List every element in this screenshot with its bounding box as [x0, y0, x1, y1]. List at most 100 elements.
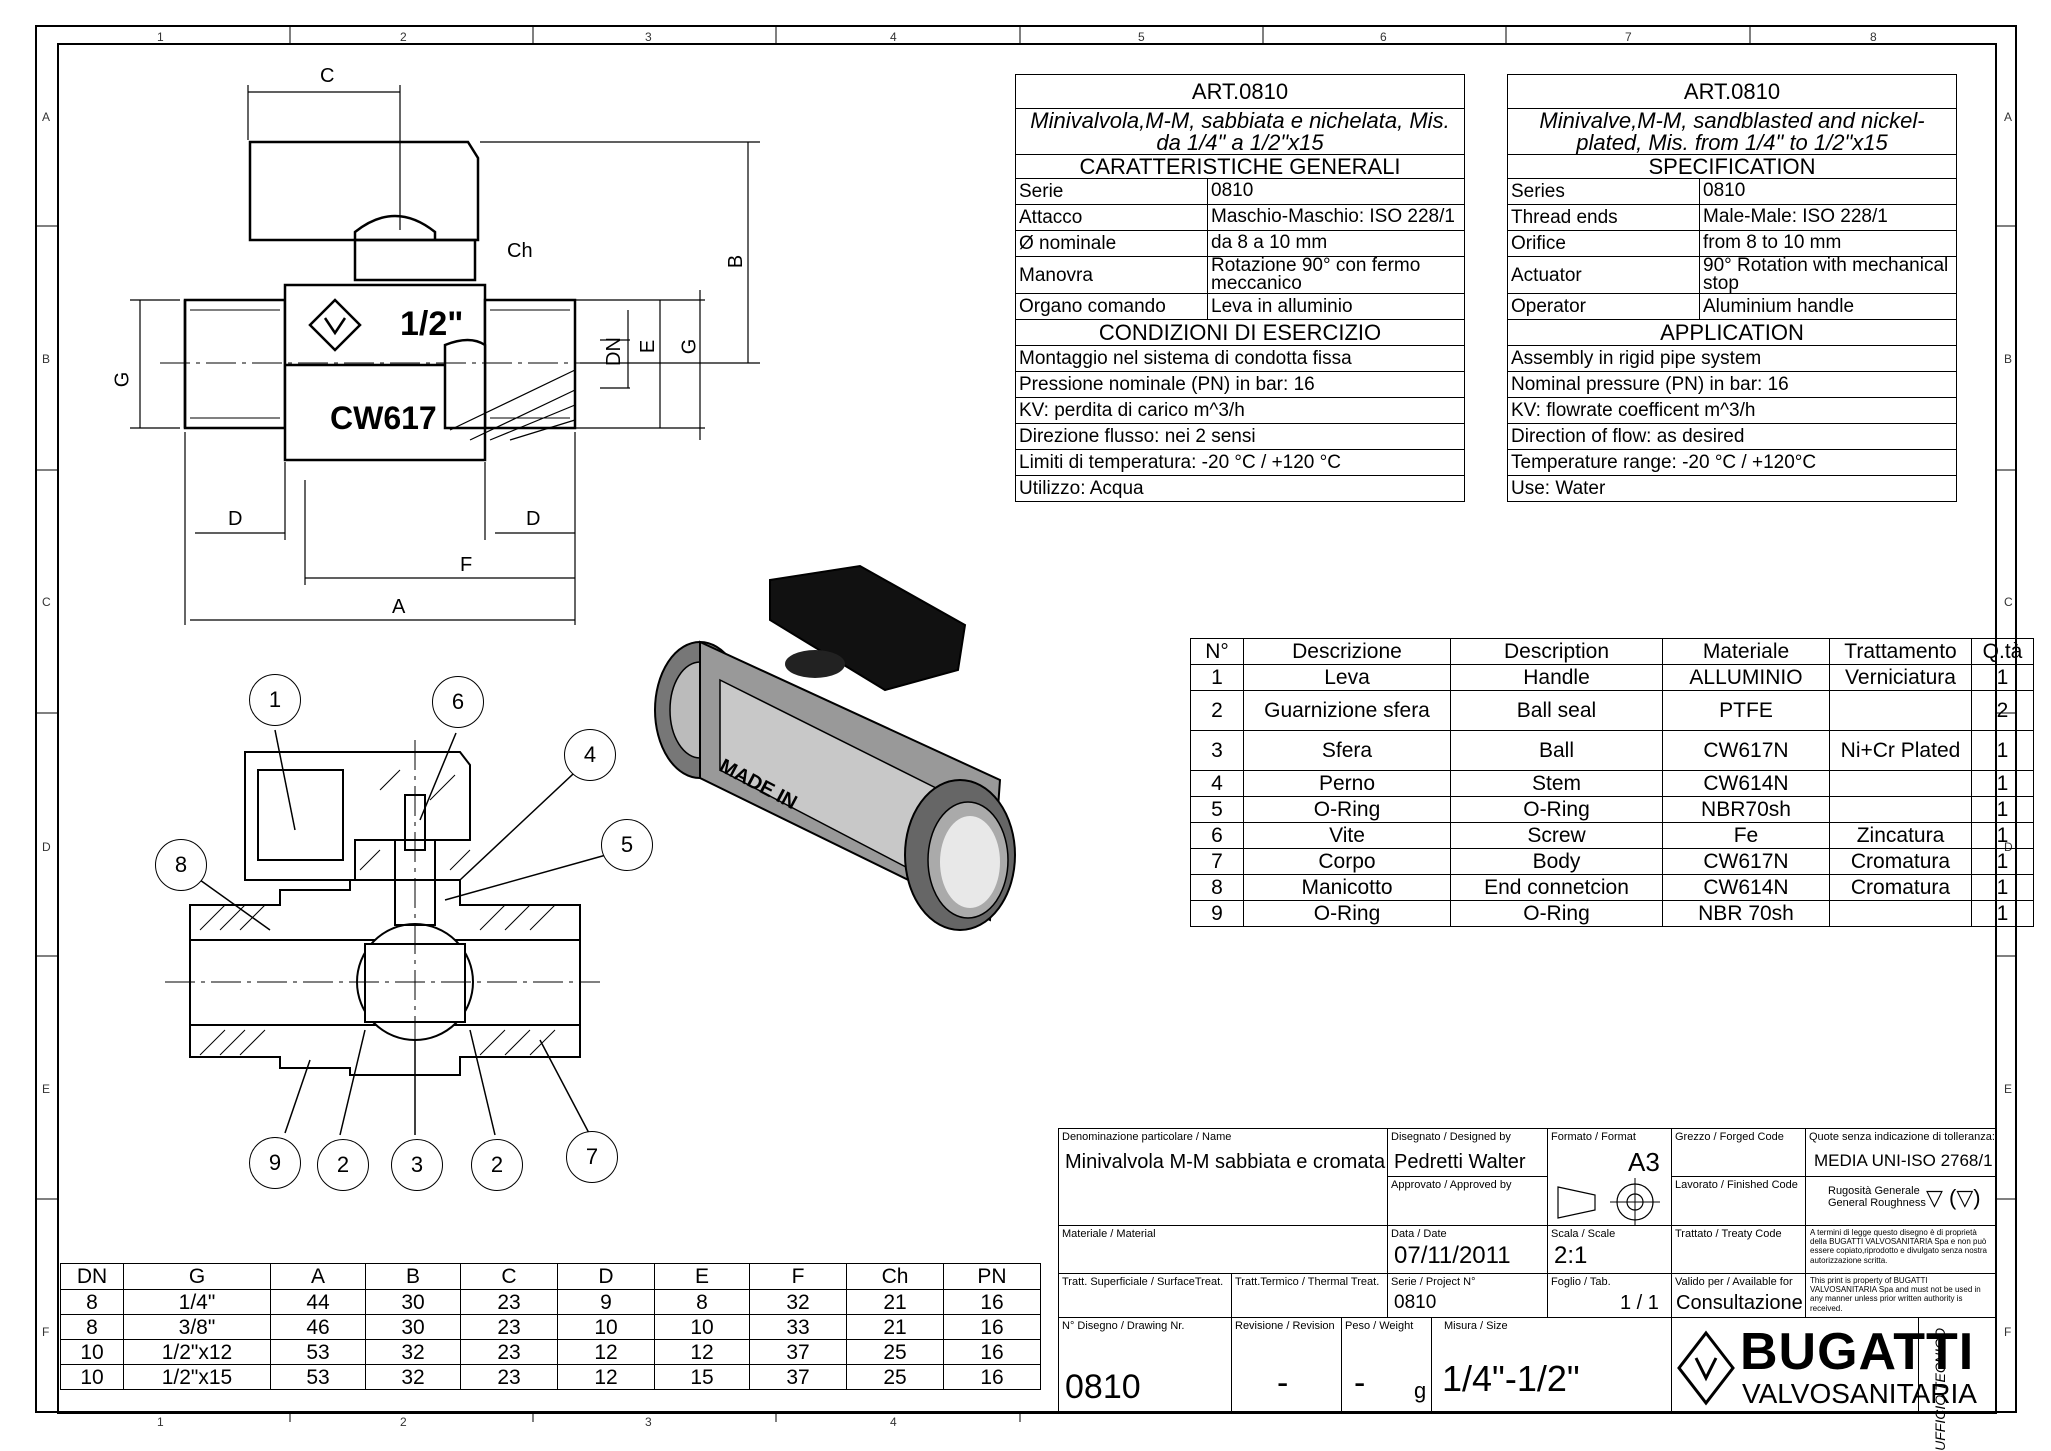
art-title: ART.0810 — [1015, 74, 1465, 109]
dim-cell: 21 — [846, 1289, 944, 1315]
zone-row-A: A — [2004, 110, 2013, 124]
zone-col-6: 6 — [1380, 30, 1387, 44]
parts-cell: Ni+Cr Plated — [1829, 730, 1972, 771]
parts-cell: CW617N — [1662, 730, 1830, 771]
bugatti-logo-icon — [1677, 1330, 1735, 1406]
parts-cell: 8 — [1190, 874, 1244, 901]
dim-cell: 33 — [749, 1314, 847, 1340]
parts-cell: 9 — [1190, 900, 1244, 927]
sheet-label: Foglio / Tab. — [1551, 1276, 1611, 1288]
parts-cell — [1829, 796, 1972, 823]
weight-value: - — [1354, 1364, 1366, 1402]
spec-value: Aluminium handle — [1699, 293, 1957, 321]
condition-line: Montaggio nel sistema di condotta fissa — [1015, 345, 1465, 373]
spec-key: Series — [1507, 178, 1700, 205]
parts-header: N° — [1190, 638, 1244, 665]
legal-en: This print is property of BUGATTI VALVOS… — [1810, 1276, 1981, 1313]
zone-col-2: 2 — [400, 1415, 407, 1429]
parts-cell: 1 — [1971, 822, 2034, 849]
material-label: Materiale / Material — [1062, 1228, 1156, 1240]
condition-line: Nominal pressure (PN) in bar: 16 — [1507, 371, 1957, 399]
parts-header: Q.tà — [1971, 638, 2034, 665]
material-marking: CW617 — [330, 400, 437, 436]
balloon-4: 4 — [564, 729, 616, 781]
zone-col-5: 5 — [1138, 30, 1145, 44]
tolerance-value: MEDIA UNI-ISO 2768/1 — [1814, 1151, 1993, 1170]
spec-key: Actuator — [1507, 255, 1700, 295]
scale-value: 2:1 — [1554, 1242, 1588, 1269]
parts-header: Materiale — [1662, 638, 1830, 665]
condition-line: KV: flowrate coefficent m^3/h — [1507, 397, 1957, 425]
size-value: 1/4"-1/2" — [1442, 1358, 1580, 1399]
dim-cell: 1/2"x12 — [123, 1339, 271, 1365]
parts-cell: Handle — [1450, 664, 1663, 691]
parts-cell: O-Ring — [1450, 796, 1663, 823]
parts-cell: 1 — [1190, 664, 1244, 691]
weight-unit: g — [1414, 1378, 1427, 1403]
designer: Pedretti Walter — [1394, 1151, 1526, 1173]
dim-cell: 30 — [365, 1314, 461, 1340]
parts-cell: NBR 70sh — [1662, 900, 1830, 927]
parts-cell: Cromatura — [1829, 874, 1972, 901]
dim-cell: 46 — [270, 1314, 366, 1340]
parts-cell: Leva — [1243, 664, 1451, 691]
general-header: CARATTERISTICHE GENERALI — [1015, 154, 1465, 179]
parts-cell: Vite — [1243, 822, 1451, 849]
dim-cell: 32 — [365, 1364, 461, 1390]
balloon-3: 3 — [391, 1139, 443, 1191]
condition-line: Temperature range: -20 °C / +120°C — [1507, 449, 1957, 477]
zone-col-1: 1 — [157, 1415, 164, 1429]
brand-sub: VALVOSANITARIA — [1742, 1378, 1977, 1409]
dim-b-label: B — [725, 254, 748, 269]
office-label: UFFICIO TECNICO — [1932, 1328, 1948, 1451]
condition-line: Utilizzo: Acqua — [1015, 475, 1465, 503]
valid-label: Valido per / Available for — [1675, 1276, 1793, 1288]
dim-cell: 53 — [270, 1364, 366, 1390]
dim-e-label: E — [637, 339, 660, 354]
date-label: Data / Date — [1391, 1228, 1447, 1240]
zone-row-F: F — [42, 1325, 50, 1339]
dim-header: PN — [943, 1263, 1041, 1290]
balloon-8: 8 — [155, 839, 207, 891]
spec-value: from 8 to 10 mm — [1699, 230, 1957, 257]
parts-cell: Guarnizione sfera — [1243, 690, 1451, 731]
parts-cell: Body — [1450, 848, 1663, 875]
parts-cell: Manicotto — [1243, 874, 1451, 901]
dim-header: Ch — [846, 1263, 944, 1290]
parts-cell: CW614N — [1662, 874, 1830, 901]
spec-value: 0810 — [1699, 178, 1957, 205]
dim-cell: 23 — [460, 1339, 558, 1365]
dim-cell: 8 — [654, 1289, 750, 1315]
dim-cell: 32 — [365, 1339, 461, 1365]
conditions-header: APPLICATION — [1507, 319, 1957, 347]
scale-label: Scala / Scale — [1551, 1228, 1616, 1240]
parts-cell: 1 — [1971, 770, 2034, 797]
dim-cell: 25 — [846, 1339, 944, 1365]
dim-cell: 10 — [654, 1314, 750, 1340]
parts-cell: Sfera — [1243, 730, 1451, 771]
spec-value: Maschio-Maschio: ISO 228/1 — [1207, 204, 1465, 231]
zone-row-F: F — [2004, 1325, 2012, 1339]
dim-cell: 10 — [557, 1314, 655, 1340]
dim-cell: 1/4" — [123, 1289, 271, 1315]
parts-cell: 7 — [1190, 848, 1244, 875]
roughness-symbol: ▽ (▽) — [1926, 1185, 1981, 1210]
valid-value: Consultazione — [1676, 1292, 1803, 1314]
parts-cell: ALLUMINIO — [1662, 664, 1830, 691]
spec-key: Orifice — [1507, 230, 1700, 257]
art-description: Minivalve,M-M, sandblasted and nickel-pl… — [1507, 108, 1957, 155]
parts-cell: NBR70sh — [1662, 796, 1830, 823]
parts-cell: 5 — [1190, 796, 1244, 823]
condition-line: Pressione nominale (PN) in bar: 16 — [1015, 371, 1465, 399]
forged-label: Grezzo / Forged Code — [1675, 1131, 1784, 1143]
zone-row-A: A — [42, 110, 51, 124]
condition-line: Assembly in rigid pipe system — [1507, 345, 1957, 373]
dim-cell: 8 — [60, 1289, 124, 1315]
dim-d-right-label: D — [526, 508, 541, 530]
valve-section-view — [189, 751, 581, 1076]
dim-header: G — [123, 1263, 271, 1290]
